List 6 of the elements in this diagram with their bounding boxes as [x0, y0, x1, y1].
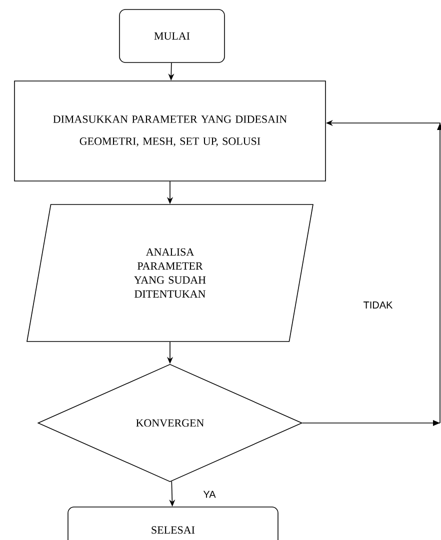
input-parallelogram: ANALISA PARAMETER YANG SUDAH DITENTUKAN — [26, 204, 314, 342]
start-terminal: MULAI — [119, 9, 225, 63]
process-box: DIMASUKKAN PARAMETER YANG DIDESAIN GEOMETRI, MESH, SET UP, SOLUSI — [14, 80, 326, 182]
edge-label: YA — [202, 490, 217, 499]
end-terminal: SELESAI — [68, 506, 278, 540]
edge-label: TIDAK — [362, 300, 394, 310]
